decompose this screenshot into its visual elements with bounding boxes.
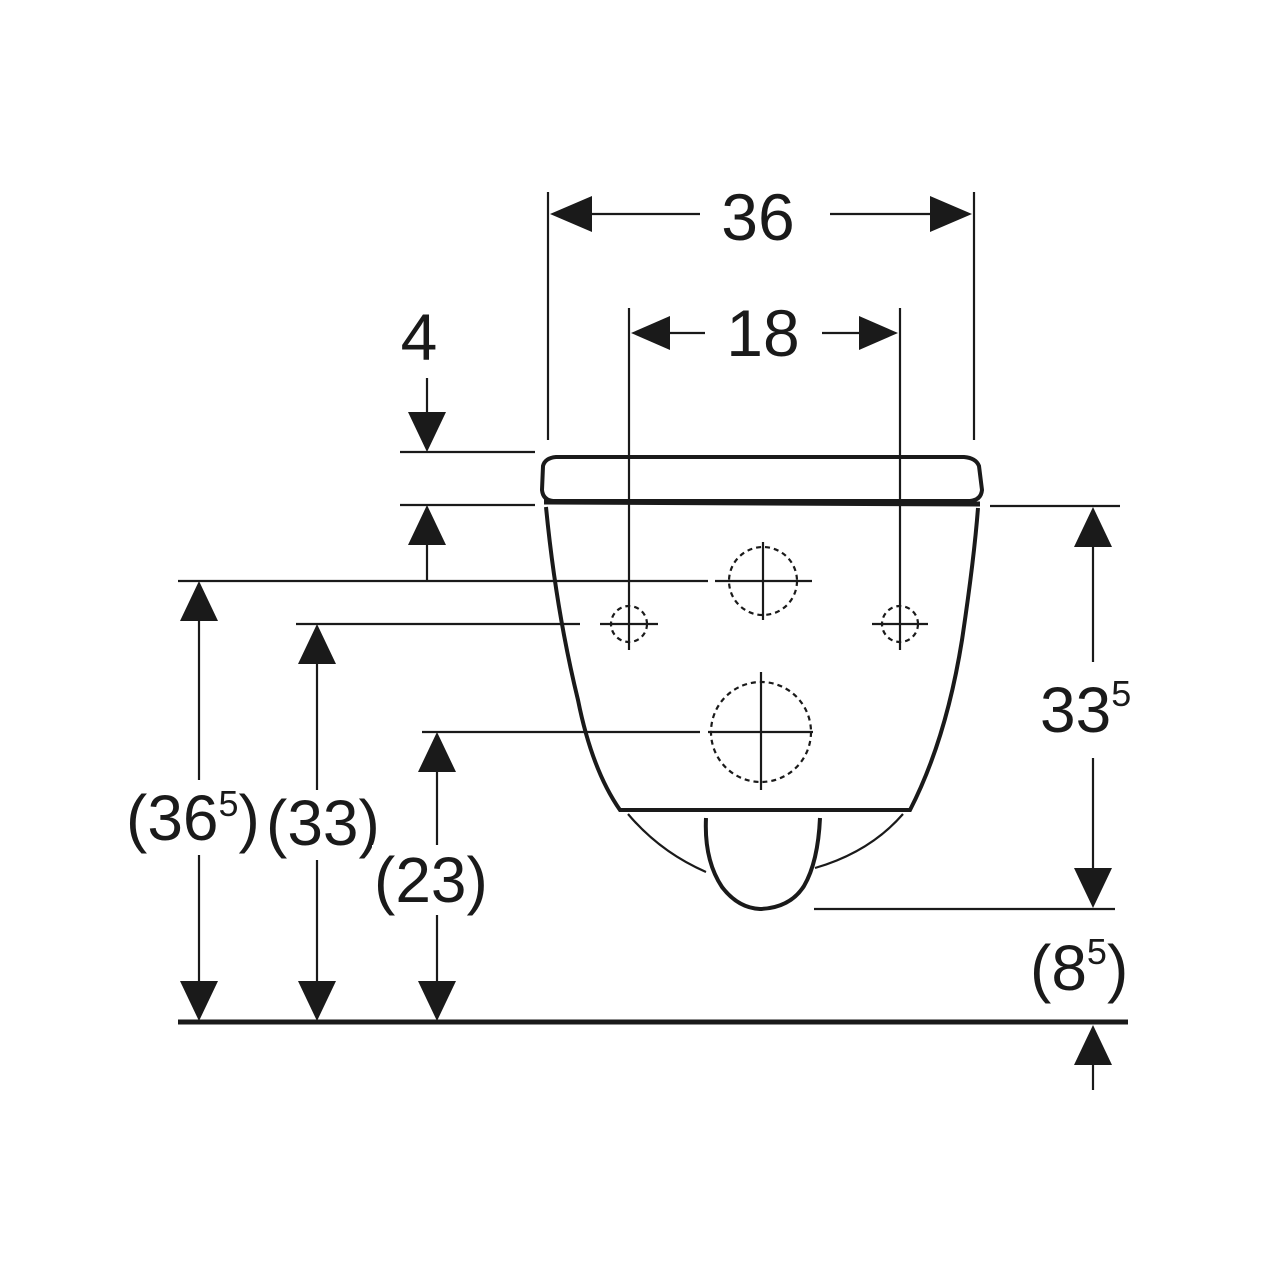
width-arrow-left xyxy=(550,196,592,232)
fixing-arrow-right xyxy=(859,316,898,350)
seat-thickness-label: 4 xyxy=(401,300,438,374)
seat-lid xyxy=(539,455,985,503)
dim-23-label: (23) xyxy=(374,844,488,916)
wc-body xyxy=(539,455,985,912)
dim-335-arrow-down xyxy=(1074,868,1112,908)
dim-33-label: (33) xyxy=(266,787,380,859)
seat-thickness-dimension: 4 xyxy=(400,300,535,580)
right-height-dimension: 335 xyxy=(814,504,1131,911)
outlet-spigot xyxy=(703,817,822,912)
fixing-distance-dimension: 18 xyxy=(627,296,902,650)
seat-underside xyxy=(543,499,981,507)
width-label: 36 xyxy=(721,180,794,254)
dim-23-label-bg xyxy=(372,845,502,915)
seat-thickness-arrow-down xyxy=(408,412,446,452)
dim-85-label: (85) xyxy=(1030,931,1128,1004)
fixing-arrow-left xyxy=(631,316,670,350)
dim-335-label: 335 xyxy=(1040,673,1131,746)
dim-33-label-bg xyxy=(265,790,393,860)
dim-23-arrow-down xyxy=(418,981,456,1021)
dim-23-arrow-up xyxy=(418,732,456,772)
seat-thickness-arrow-up xyxy=(408,505,446,545)
shroud-left xyxy=(627,813,707,874)
width-dimension: 36 xyxy=(546,180,976,440)
dim-365-arrow-up xyxy=(180,581,218,621)
dim-365-arrow-down xyxy=(180,981,218,1021)
dim-335-arrow-up xyxy=(1074,507,1112,547)
dim-33-arrow-up xyxy=(298,624,336,664)
left-height-dimensions: (365) (33) (23) xyxy=(125,579,708,1021)
dim-33-arrow-down xyxy=(298,981,336,1021)
width-arrow-right xyxy=(930,196,972,232)
connection-holes xyxy=(600,542,928,790)
outlet-floor-dimension: (85) xyxy=(1030,931,1128,1090)
shroud-right xyxy=(814,813,904,870)
dim-85-arrow-up xyxy=(1074,1025,1112,1065)
dim-365-label: (365) xyxy=(126,782,260,854)
bowl-outline xyxy=(544,506,980,812)
dim-365-label-bg xyxy=(125,780,275,855)
fixing-distance-label: 18 xyxy=(726,296,799,370)
